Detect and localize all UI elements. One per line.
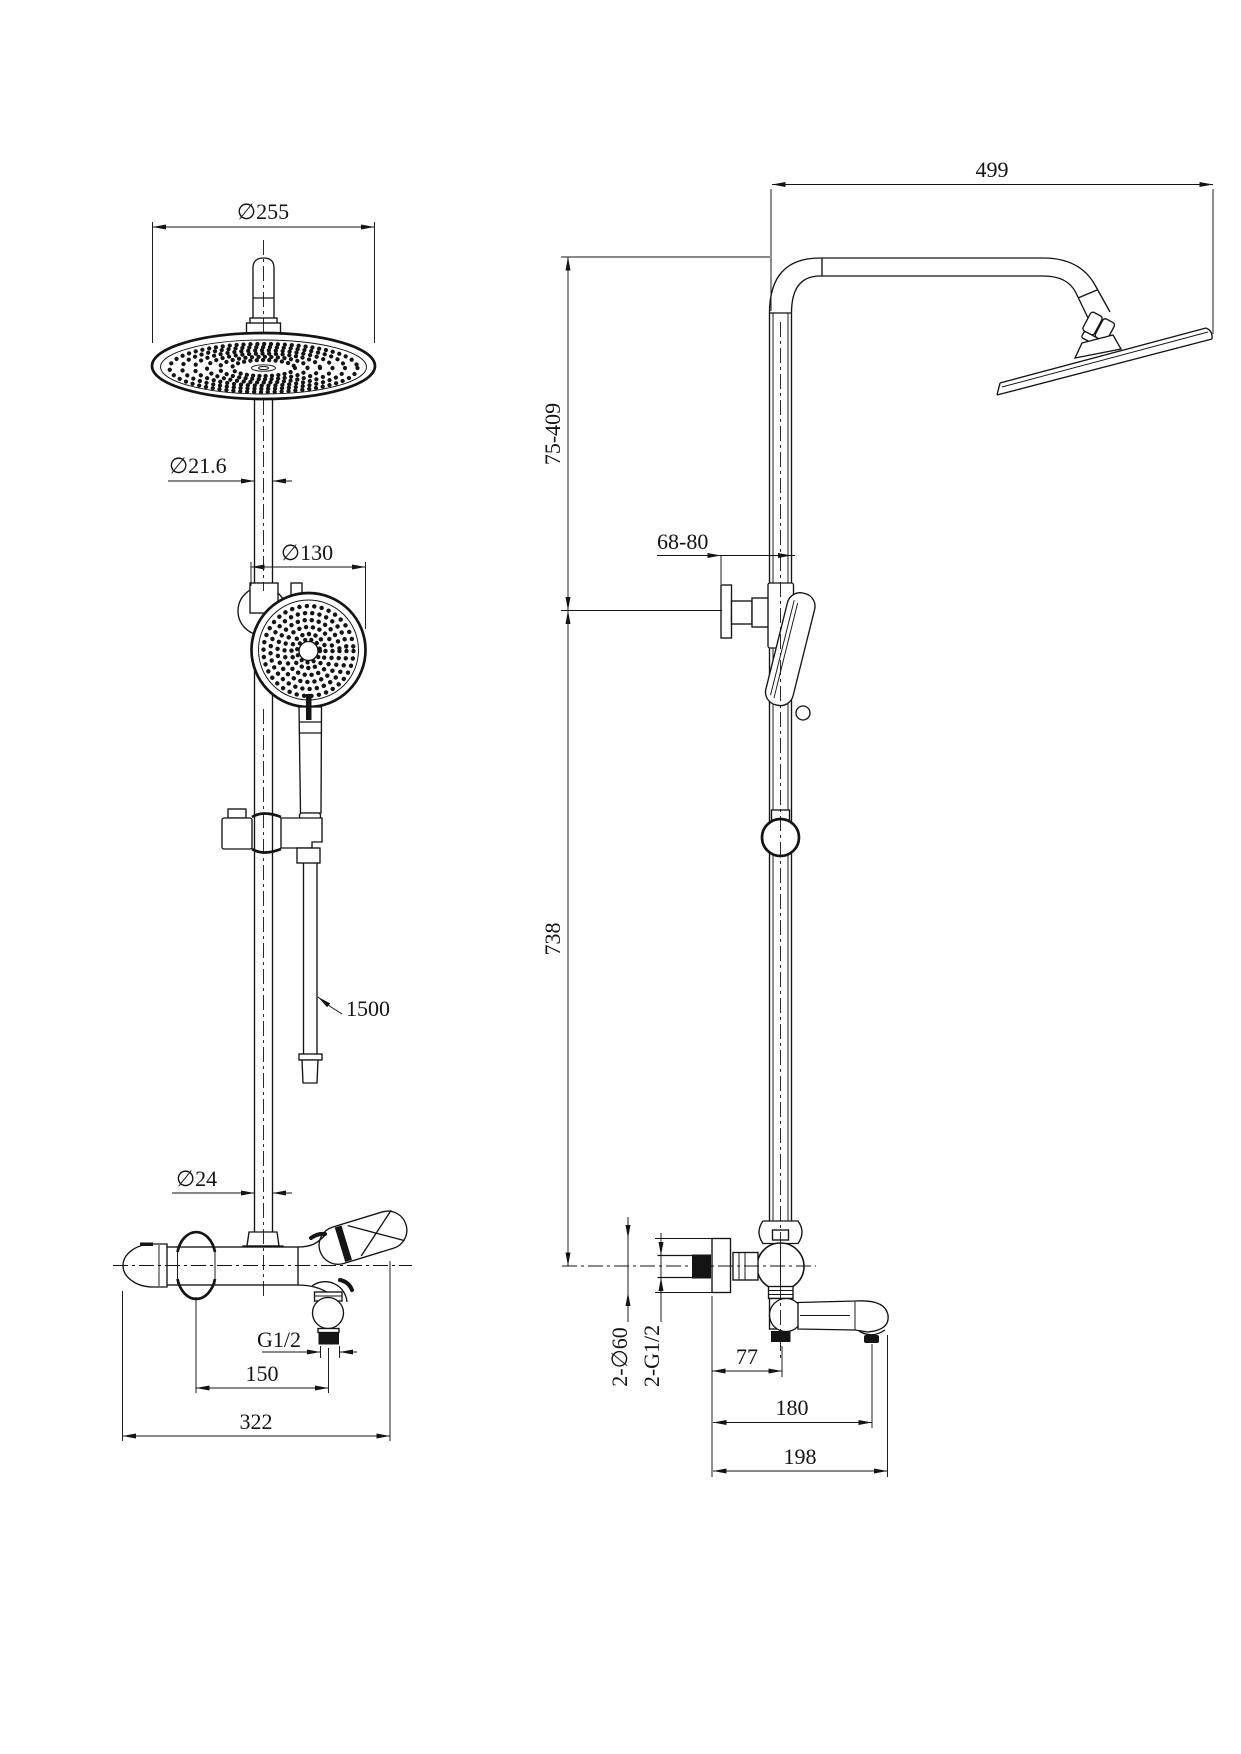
inlet-nipple-side bbox=[657, 1254, 711, 1279]
dim-label-inlet-thread: 2-G1/2 bbox=[639, 1325, 664, 1387]
dim-overall-depth: 198 bbox=[713, 1335, 888, 1477]
dim-head-diameter: ∅255 bbox=[152, 199, 375, 343]
dim-label-head-diameter: ∅255 bbox=[237, 199, 289, 224]
dim-inlet-thread: 2-G1/2 bbox=[639, 1233, 664, 1387]
dim-label-hose-length: 1500 bbox=[346, 996, 390, 1021]
dim-label-arm-reach: 499 bbox=[976, 157, 1009, 182]
dim-head-height-range: 75-409 bbox=[540, 256, 770, 611]
dim-hose-length: 1500 bbox=[316, 995, 390, 1021]
slider-bracket-front bbox=[221, 808, 323, 864]
faucet-outlet-front bbox=[311, 1291, 345, 1345]
dim-label-bracket-wall-range: 68-80 bbox=[657, 529, 708, 554]
riser-pipe-side bbox=[768, 313, 793, 1222]
dim-label-spout-reach: 180 bbox=[776, 1395, 809, 1420]
dim-label-riser-diameter: ∅21.6 bbox=[169, 453, 227, 478]
hand-shower-front bbox=[237, 582, 367, 820]
dim-label-hand-shower-diameter: ∅130 bbox=[281, 540, 333, 565]
dim-riser-height: 738 bbox=[540, 610, 571, 1266]
spray-nozzles-front bbox=[167, 341, 360, 395]
hand-shower-handle bbox=[298, 694, 323, 820]
side-view: 499 75-409 68-80 738 bbox=[540, 157, 1214, 1477]
dim-hand-shower-diameter: ∅130 bbox=[250, 540, 366, 629]
mixer-valve-side bbox=[657, 1220, 889, 1343]
hand-shower-nozzles bbox=[261, 603, 356, 699]
dim-label-lower-riser-diameter: ∅24 bbox=[176, 1166, 217, 1191]
dim-riser-diameter: ∅21.6 bbox=[168, 453, 292, 484]
dim-outlet-to-handle: 150 bbox=[195, 1297, 329, 1393]
dim-label-head-height-range: 75-409 bbox=[540, 403, 565, 465]
dim-lower-riser-diameter: ∅24 bbox=[172, 1166, 292, 1196]
centerlines-side bbox=[562, 322, 816, 1358]
dim-label-spout-drop-offset: 77 bbox=[736, 1344, 758, 1369]
dim-spout-drop-offset: 77 bbox=[711, 1296, 783, 1477]
front-view: ∅255 ∅21.6 ∅130 1500 ∅24 bbox=[113, 199, 412, 1441]
dim-spout-reach: 180 bbox=[713, 1344, 873, 1428]
shower-arm-side bbox=[768, 257, 1123, 359]
mixer-faucet-front bbox=[122, 1209, 408, 1345]
diverter-knob-front bbox=[318, 1209, 408, 1265]
dim-outlet-thread: G1/2 bbox=[257, 1327, 357, 1358]
dim-escutcheon-diameter: 2-∅60 bbox=[607, 1217, 731, 1387]
dim-label-overall-depth: 198 bbox=[784, 1444, 817, 1469]
overhead-shower-front bbox=[150, 317, 377, 401]
dim-label-outlet-thread: G1/2 bbox=[257, 1327, 301, 1352]
dim-bracket-wall-range: 68-80 bbox=[657, 529, 795, 584]
dim-label-overall-width: 322 bbox=[240, 1409, 273, 1434]
dim-label-riser-height: 738 bbox=[540, 923, 565, 956]
head-mount-cone-side bbox=[1073, 334, 1123, 359]
overhead-shower-side bbox=[996, 327, 1213, 396]
wall-escutcheon-side bbox=[711, 1237, 732, 1294]
shower-hose-front bbox=[298, 863, 323, 1084]
dim-overall-width: 322 bbox=[122, 1261, 391, 1441]
dim-label-outlet-to-handle: 150 bbox=[246, 1361, 279, 1386]
dim-arm-reach: 499 bbox=[770, 157, 1214, 334]
dim-label-escutcheon-diameter: 2-∅60 bbox=[607, 1327, 632, 1387]
spout-side bbox=[767, 1285, 889, 1343]
centerlines-front bbox=[113, 240, 412, 1296]
hand-shower-side bbox=[764, 592, 816, 721]
